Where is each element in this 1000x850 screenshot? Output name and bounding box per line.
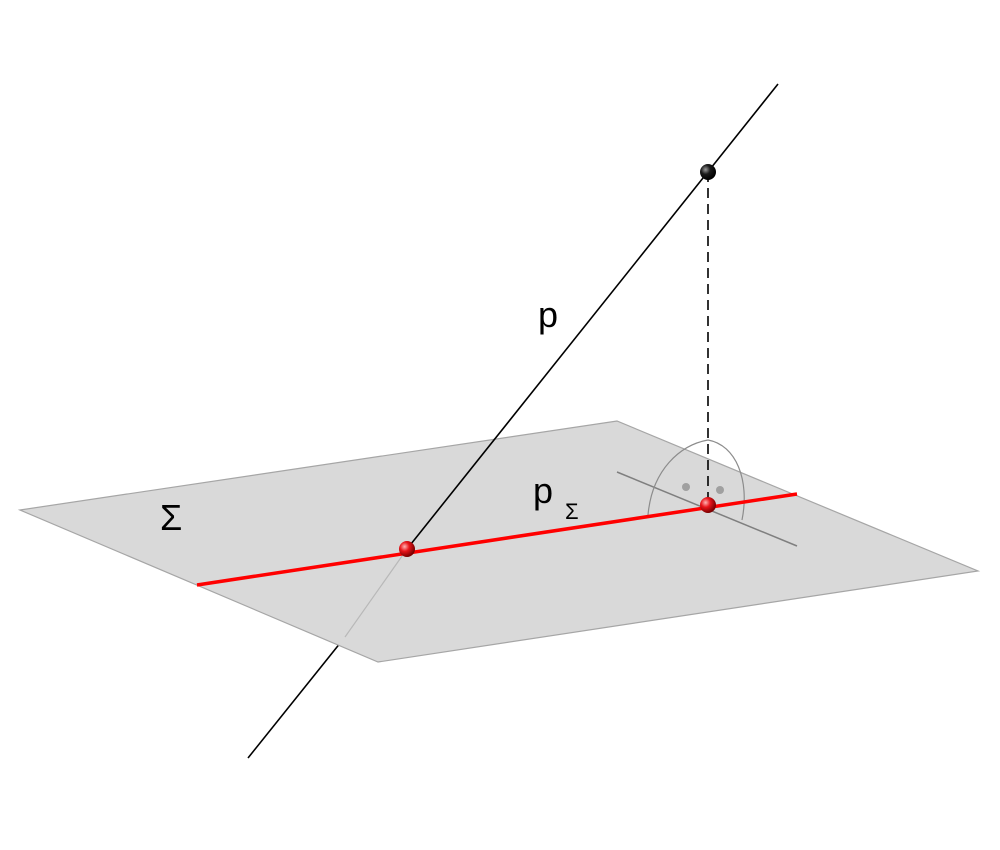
projection-line-p-sigma bbox=[196, 492, 798, 587]
right-angle-dot-right bbox=[716, 486, 724, 494]
plane-sigma bbox=[17, 420, 981, 663]
right-angle-dot-left bbox=[682, 483, 690, 491]
point-on-line bbox=[700, 164, 716, 180]
projection-label: p Σ bbox=[533, 470, 579, 524]
projection-label-subscript: Σ bbox=[565, 499, 579, 524]
intersection-point bbox=[399, 541, 415, 557]
projection-label-base: p bbox=[533, 470, 553, 511]
plane-label: Σ bbox=[160, 497, 182, 538]
line-label: p bbox=[538, 294, 558, 335]
right-angle-marker bbox=[647, 439, 745, 521]
line-p-lower-segment bbox=[247, 636, 346, 759]
line-p-hidden-segment bbox=[344, 548, 408, 638]
line-p bbox=[406, 83, 779, 550]
foot-point bbox=[700, 497, 716, 513]
